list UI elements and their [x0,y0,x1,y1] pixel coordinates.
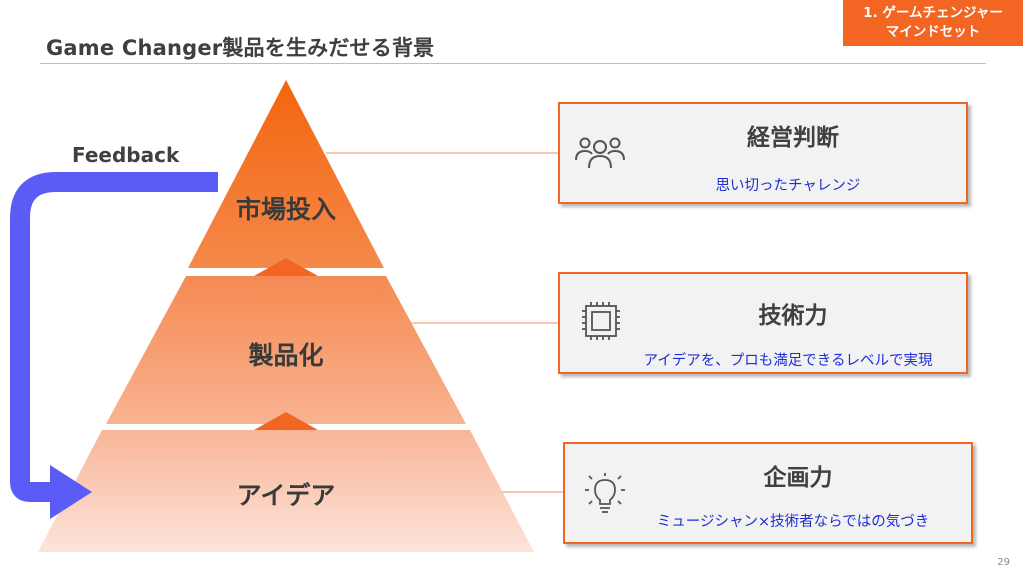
card-management-decision: 経営判断 思い切ったチャレンジ [558,102,968,204]
card-subtitle: 思い切ったチャレンジ [715,178,861,194]
page-title: Game Changer製品を生みだせる背景 [46,36,435,60]
page-number: 29 [997,557,1010,568]
card-planning-skill: 企画力 ミュージシャン×技術者ならではの気づき [563,442,973,544]
card-title: 企画力 [763,465,833,491]
pyramid-tier-top [188,80,384,268]
tier-arrow-lower [254,412,318,430]
tier-label-market-launch: 市場投入 [235,195,336,224]
title-divider [40,63,986,64]
section-tag-line1: 1. ゲームチェンジャー [863,5,1003,21]
feedback-arrow-head [50,465,92,519]
card-subtitle: ミュージシャン×技術者ならではの気づき [656,514,930,530]
section-tag-line2: マインドセット [885,24,981,40]
card-subtitle: アイデアを、プロも満足できるレベルで実現 [643,353,933,369]
pyramid-tier-middle [106,276,466,424]
section-tag: 1. ゲームチェンジャー マインドセット [843,0,1023,46]
pyramid-tier-bottom [38,430,534,552]
chip-icon [582,302,620,340]
people-icon [575,137,625,169]
card-technical-skill: 技術力 アイデアを、プロも満足できるレベルで実現 [558,272,968,374]
feedback-label: Feedback [72,143,180,167]
lightbulb-icon [585,473,625,513]
tier-arrow-upper [254,258,318,276]
card-title: 経営判断 [747,125,839,151]
tier-label-idea: アイデア [236,481,336,510]
tier-label-productization: 製品化 [248,341,324,370]
feedback-arrow [10,172,218,502]
card-title: 技術力 [758,303,828,329]
